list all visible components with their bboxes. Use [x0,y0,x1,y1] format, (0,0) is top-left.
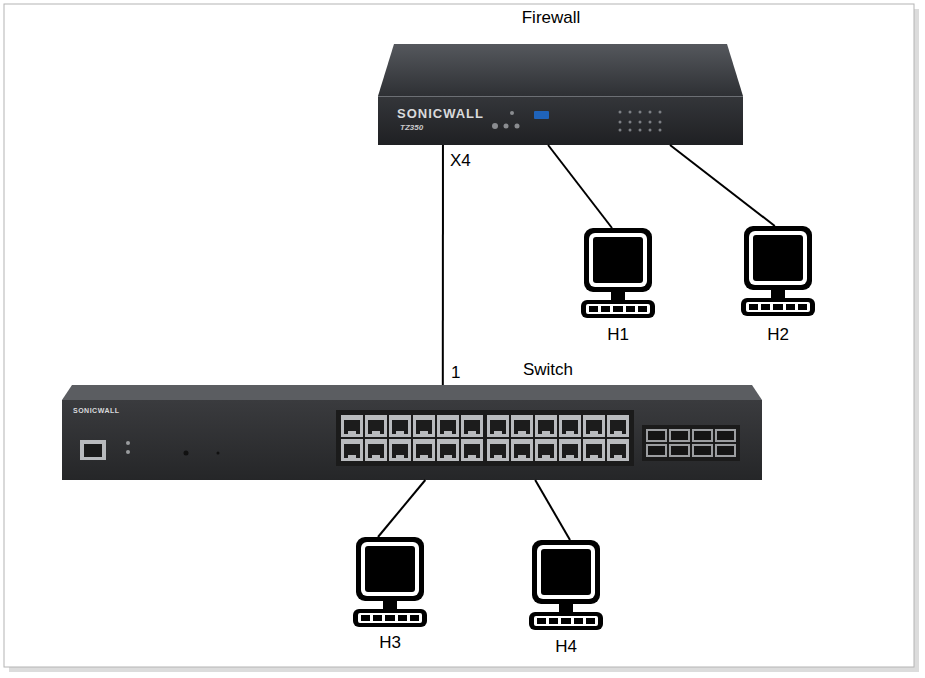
brand-logo: SONICWALL [73,407,120,415]
brand-logo: SONICWALL [397,107,484,122]
host-label: H3 [347,633,433,653]
computer-icon [529,540,603,630]
host-label: H2 [735,325,821,345]
host-node: H4 [526,540,606,657]
computer-icon [353,537,427,627]
host-node: H2 [738,226,818,345]
host-node: H3 [350,537,430,653]
switch-device [62,385,762,480]
network-link [548,145,612,228]
port-label: X4 [450,151,471,171]
computer-icon [741,226,815,316]
host-node: H1 [578,228,658,345]
model-label: TZ350 [400,123,423,132]
device-heading: Firewall [498,8,604,28]
device-heading: Switch [495,360,601,380]
network-link [442,145,444,385]
frame [4,4,914,667]
switch-node: Switch [62,385,762,480]
host-label: H4 [523,637,609,657]
port-label: 1 [451,363,460,383]
host-label: H1 [575,325,661,345]
firewall-node: Firewall [378,45,743,145]
network-link [535,480,570,540]
firewall-device [378,44,743,145]
network-link [378,480,425,537]
computer-icon [581,228,655,318]
network-link [670,145,775,226]
